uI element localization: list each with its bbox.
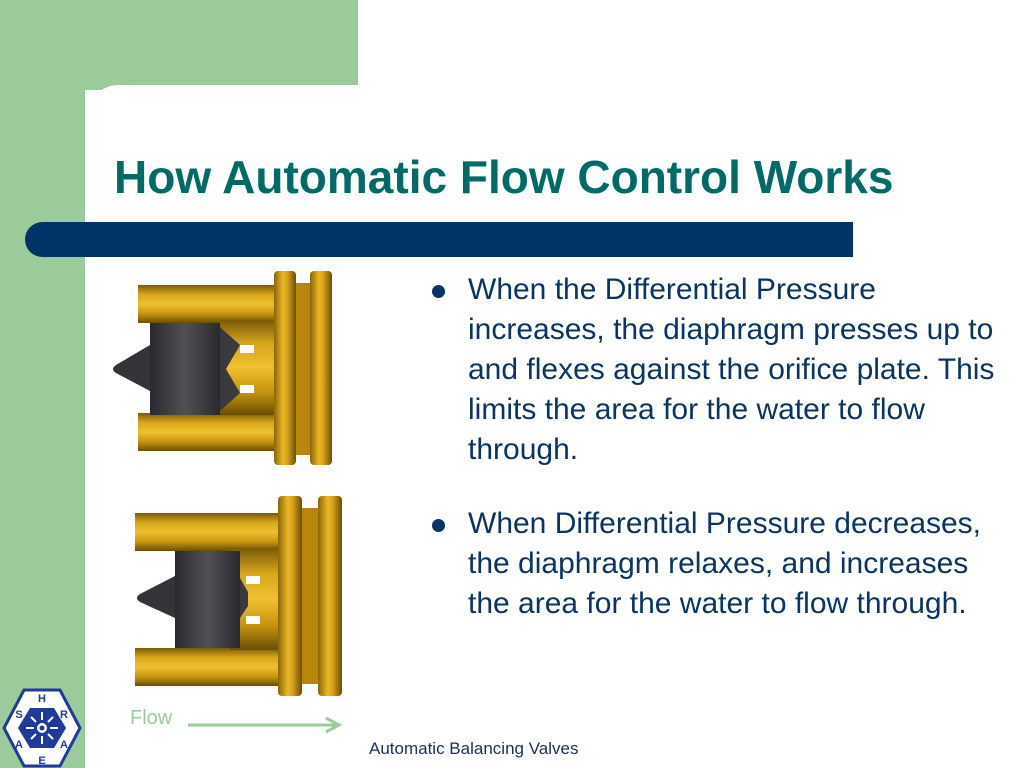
slide-title: How Automatic Flow Control Works — [114, 151, 894, 203]
svg-text:S: S — [15, 709, 22, 721]
bullet-dot-icon — [432, 519, 445, 532]
svg-text:A: A — [60, 739, 68, 751]
valve-diagram-relaxed — [135, 496, 342, 696]
svg-text:H: H — [38, 693, 46, 705]
slide-footer: Automatic Balancing Valves — [369, 739, 579, 758]
valve-diagram-flexed — [113, 271, 332, 465]
bullet-dot-icon — [432, 285, 445, 298]
bullet-list: When the Differential Pressure increases… — [430, 270, 1000, 658]
flow-arrow-icon — [188, 716, 343, 734]
bullet-item: When the Differential Pressure increases… — [430, 270, 1000, 470]
bullet-item: When Differential Pressure decreases, th… — [430, 504, 1000, 624]
bullet-text: When the Differential Pressure increases… — [468, 273, 995, 466]
flow-label: Flow — [130, 707, 173, 729]
background-accent-left — [0, 0, 85, 768]
svg-text:A: A — [15, 739, 23, 751]
svg-text:R: R — [60, 709, 68, 721]
bullet-text: When Differential Pressure decreases, th… — [468, 507, 982, 620]
ashrae-logo-icon: H R A E A S — [2, 688, 82, 768]
title-divider-bar — [25, 222, 853, 257]
svg-text:E: E — [38, 755, 45, 767]
